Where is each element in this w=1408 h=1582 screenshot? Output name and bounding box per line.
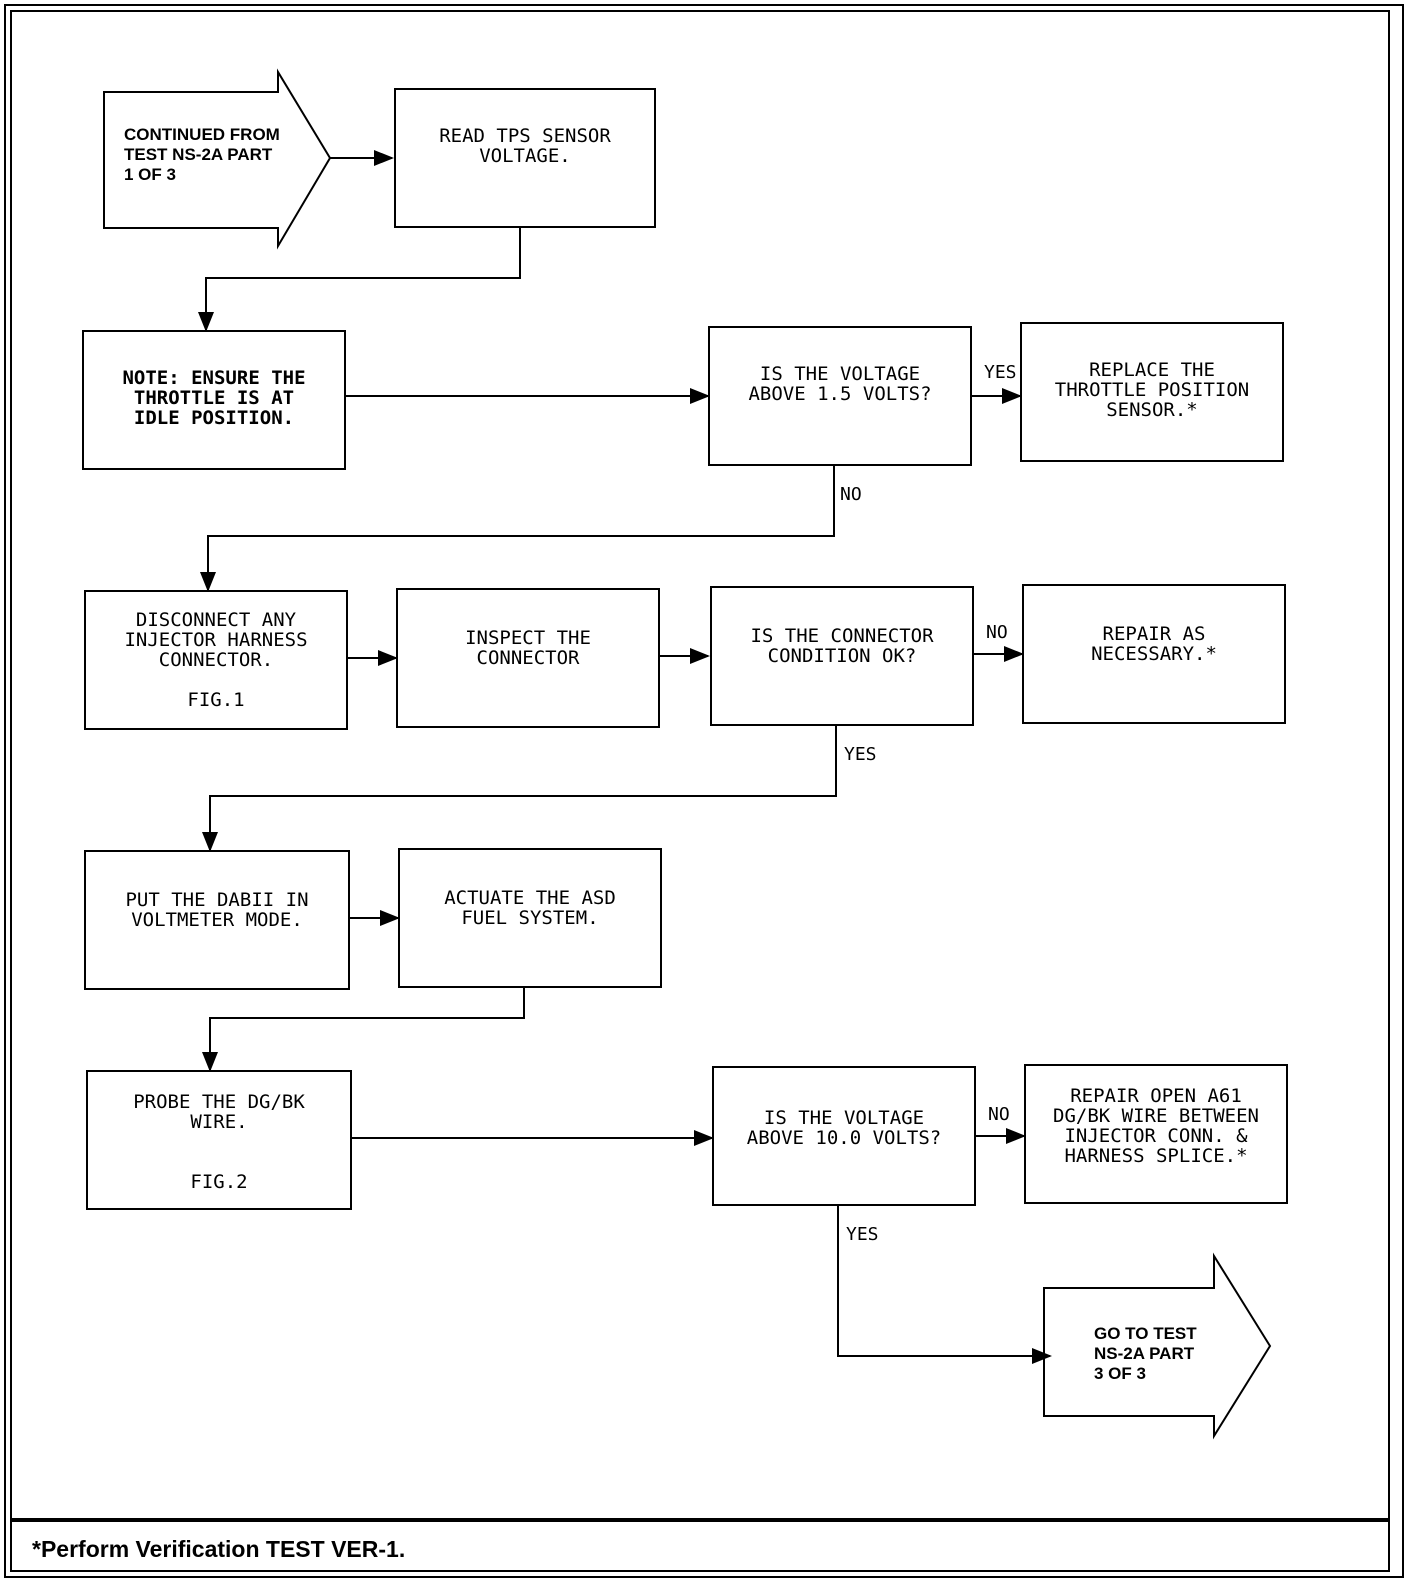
decision-voltage-1-5: IS THE VOLTAGE ABOVE 1.5 VOLTS?	[708, 326, 972, 466]
label-no-1: NO	[840, 484, 862, 505]
put-dabii-text: PUT THE DABII IN VOLTMETER MODE.	[125, 889, 309, 931]
edge-actuate-probe	[202, 988, 525, 1072]
label-yes-3: YES	[846, 1224, 879, 1245]
label-yes-2: YES	[844, 744, 877, 765]
start-arrow-shape	[103, 68, 332, 250]
note-text: NOTE: ENSURE THE THROTTLE IS AT IDLE POS…	[122, 367, 306, 429]
repair-necessary-text: REPAIR AS NECESSARY.*	[1091, 623, 1217, 665]
end-arrow-shape	[1043, 1252, 1272, 1440]
put-dabii-box: PUT THE DABII IN VOLTMETER MODE.	[84, 850, 350, 990]
replace-tps-text: REPLACE THE THROTTLE POSITION SENSOR.*	[1054, 359, 1250, 421]
inner-frame	[10, 10, 1390, 1520]
read-tps-text: READ TPS SENSOR VOLTAGE.	[439, 125, 611, 167]
footer-frame	[10, 1520, 1390, 1572]
inspect-box: INSPECT THE CONNECTOR	[396, 588, 660, 728]
edge-q2-put	[202, 726, 837, 852]
probe-box: PROBE THE DG/BK WIRE. FIG.2	[86, 1070, 352, 1210]
label-no-3: NO	[988, 1104, 1010, 1125]
decision-connector-text: IS THE CONNECTOR CONDITION OK?	[750, 625, 934, 667]
label-no-2: NO	[986, 622, 1008, 643]
probe-fig: FIG.2	[190, 1171, 248, 1193]
edge-q3-end	[837, 1206, 1052, 1364]
inspect-text: INSPECT THE CONNECTOR	[465, 627, 591, 669]
disconnect-text: DISCONNECT ANY INJECTOR HARNESS CONNECTO…	[124, 609, 308, 671]
decision-voltage-10: IS THE VOLTAGE ABOVE 10.0 VOLTS?	[712, 1066, 976, 1206]
disconnect-fig: FIG.1	[187, 689, 245, 711]
actuate-text: ACTUATE THE ASD FUEL SYSTEM.	[444, 887, 616, 929]
decision-connector: IS THE CONNECTOR CONDITION OK?	[710, 586, 974, 726]
repair-necessary-box: REPAIR AS NECESSARY.*	[1022, 584, 1286, 724]
end-arrow-label: GO TO TEST NS-2A PART 3 OF 3	[1094, 1324, 1197, 1383]
label-yes-1: YES	[984, 362, 1017, 383]
read-tps-box: READ TPS SENSOR VOLTAGE.	[394, 88, 656, 228]
decision-voltage-10-text: IS THE VOLTAGE ABOVE 10.0 VOLTS?	[746, 1107, 942, 1149]
actuate-box: ACTUATE THE ASD FUEL SYSTEM.	[398, 848, 662, 988]
start-arrow-label: CONTINUED FROM TEST NS-2A PART 1 OF 3	[124, 125, 280, 184]
replace-tps-box: REPLACE THE THROTTLE POSITION SENSOR.*	[1020, 322, 1284, 462]
decision-voltage-1-5-text: IS THE VOLTAGE ABOVE 1.5 VOLTS?	[748, 363, 932, 405]
outer-frame	[4, 4, 1404, 1578]
repair-open-text: REPAIR OPEN A61 DG/BK WIRE BETWEEN INJEC…	[1053, 1085, 1259, 1167]
note-box: NOTE: ENSURE THE THROTTLE IS AT IDLE POS…	[82, 330, 346, 470]
repair-open-box: REPAIR OPEN A61 DG/BK WIRE BETWEEN INJEC…	[1024, 1064, 1288, 1204]
edge-read-note	[198, 228, 521, 332]
edge-q1-disconnect	[200, 466, 835, 592]
footer-note: *Perform Verification TEST VER-1.	[32, 1536, 406, 1562]
disconnect-box: DISCONNECT ANY INJECTOR HARNESS CONNECTO…	[84, 590, 348, 730]
probe-text: PROBE THE DG/BK WIRE.	[133, 1091, 305, 1133]
